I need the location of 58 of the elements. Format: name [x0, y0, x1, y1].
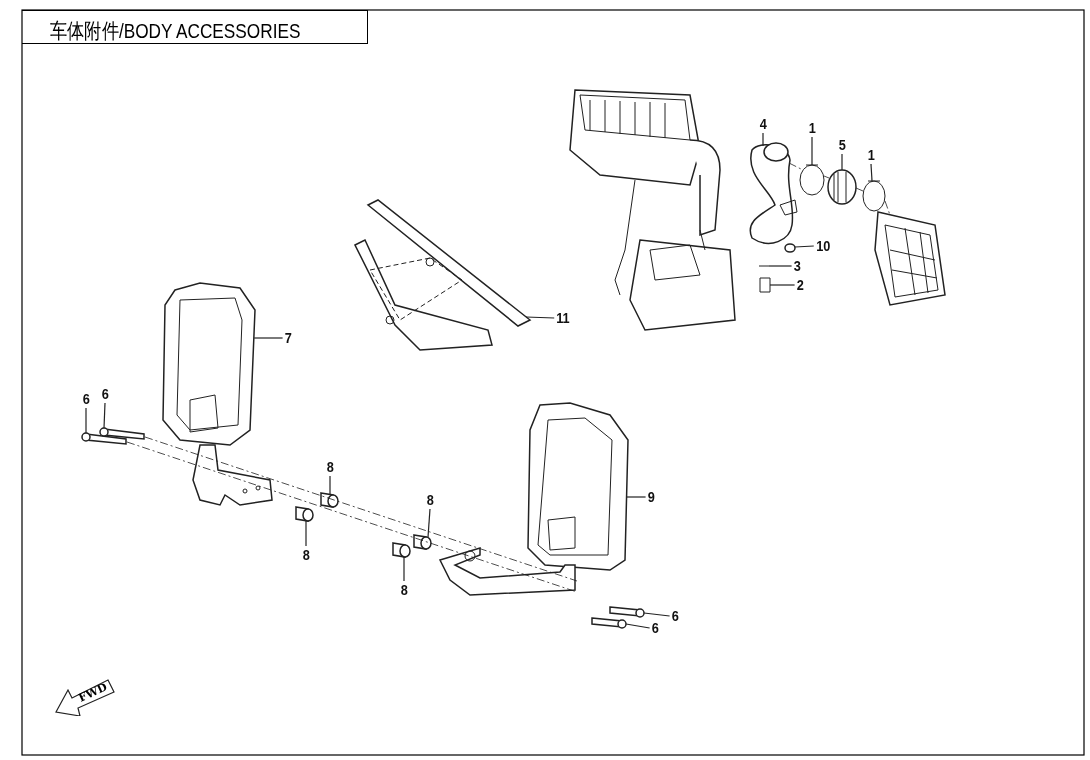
bolt-drawing [784, 243, 796, 253]
leader-line [103, 402, 106, 429]
hose-clamp-drawing [799, 164, 825, 196]
spacer-drawing [320, 492, 339, 508]
spacer-drawing [295, 506, 314, 522]
hose-clamp-drawing [862, 180, 886, 212]
leader-line [643, 612, 671, 617]
callout-number: 6 [651, 620, 659, 636]
leader-line [626, 496, 647, 498]
leader-line [794, 245, 815, 248]
leader-line [841, 153, 843, 171]
bracket-drawing [354, 199, 532, 351]
leader-line [811, 136, 813, 166]
plug-drawing [759, 277, 771, 293]
mirror-drawing [438, 402, 629, 596]
leader-line [427, 508, 431, 538]
title: 车体附件/BODY ACCESSORIES [50, 18, 301, 44]
leader-line [253, 337, 284, 339]
callout-number: 6 [101, 386, 109, 402]
bolt-drawing [609, 606, 645, 618]
leader-line [625, 623, 651, 629]
rubber-boot-drawing [827, 169, 857, 205]
leader-line [870, 163, 873, 182]
callout-number: 4 [759, 116, 767, 132]
bolt-drawing [591, 617, 627, 629]
leader-line [305, 520, 307, 547]
spacer-drawing [392, 542, 411, 558]
callout-number: 1 [808, 120, 816, 136]
callout-number: 8 [302, 547, 310, 563]
callout-number: 1 [867, 147, 875, 163]
center-line [823, 175, 830, 179]
callout-number: 3 [793, 258, 801, 274]
leader-line [329, 475, 331, 495]
leader-line [769, 284, 796, 286]
center-line [788, 162, 802, 170]
leader-line [403, 556, 405, 582]
center-line [884, 200, 891, 216]
filter-cover-drawing [874, 211, 946, 306]
callout-number: 8 [426, 492, 434, 508]
center-line [855, 187, 864, 192]
callout-number: 2 [796, 277, 804, 293]
leader-line [85, 407, 87, 434]
bolt-drawing [99, 427, 145, 440]
leader-line [762, 132, 764, 147]
callout-number: 8 [326, 459, 334, 475]
mirror-drawing [162, 282, 273, 506]
callout-number: 11 [556, 310, 570, 326]
callout-number: 8 [400, 582, 408, 598]
callout-number: 6 [82, 391, 90, 407]
callout-number: 6 [671, 608, 679, 624]
callout-number: 10 [815, 238, 830, 254]
leader-line [768, 265, 793, 267]
intake-duct-drawing [749, 142, 798, 245]
leader-line [525, 316, 555, 319]
callout-number: 7 [284, 330, 292, 346]
callout-number: 5 [838, 137, 846, 153]
spacer-drawing [413, 534, 432, 550]
callout-number: 9 [647, 489, 655, 505]
